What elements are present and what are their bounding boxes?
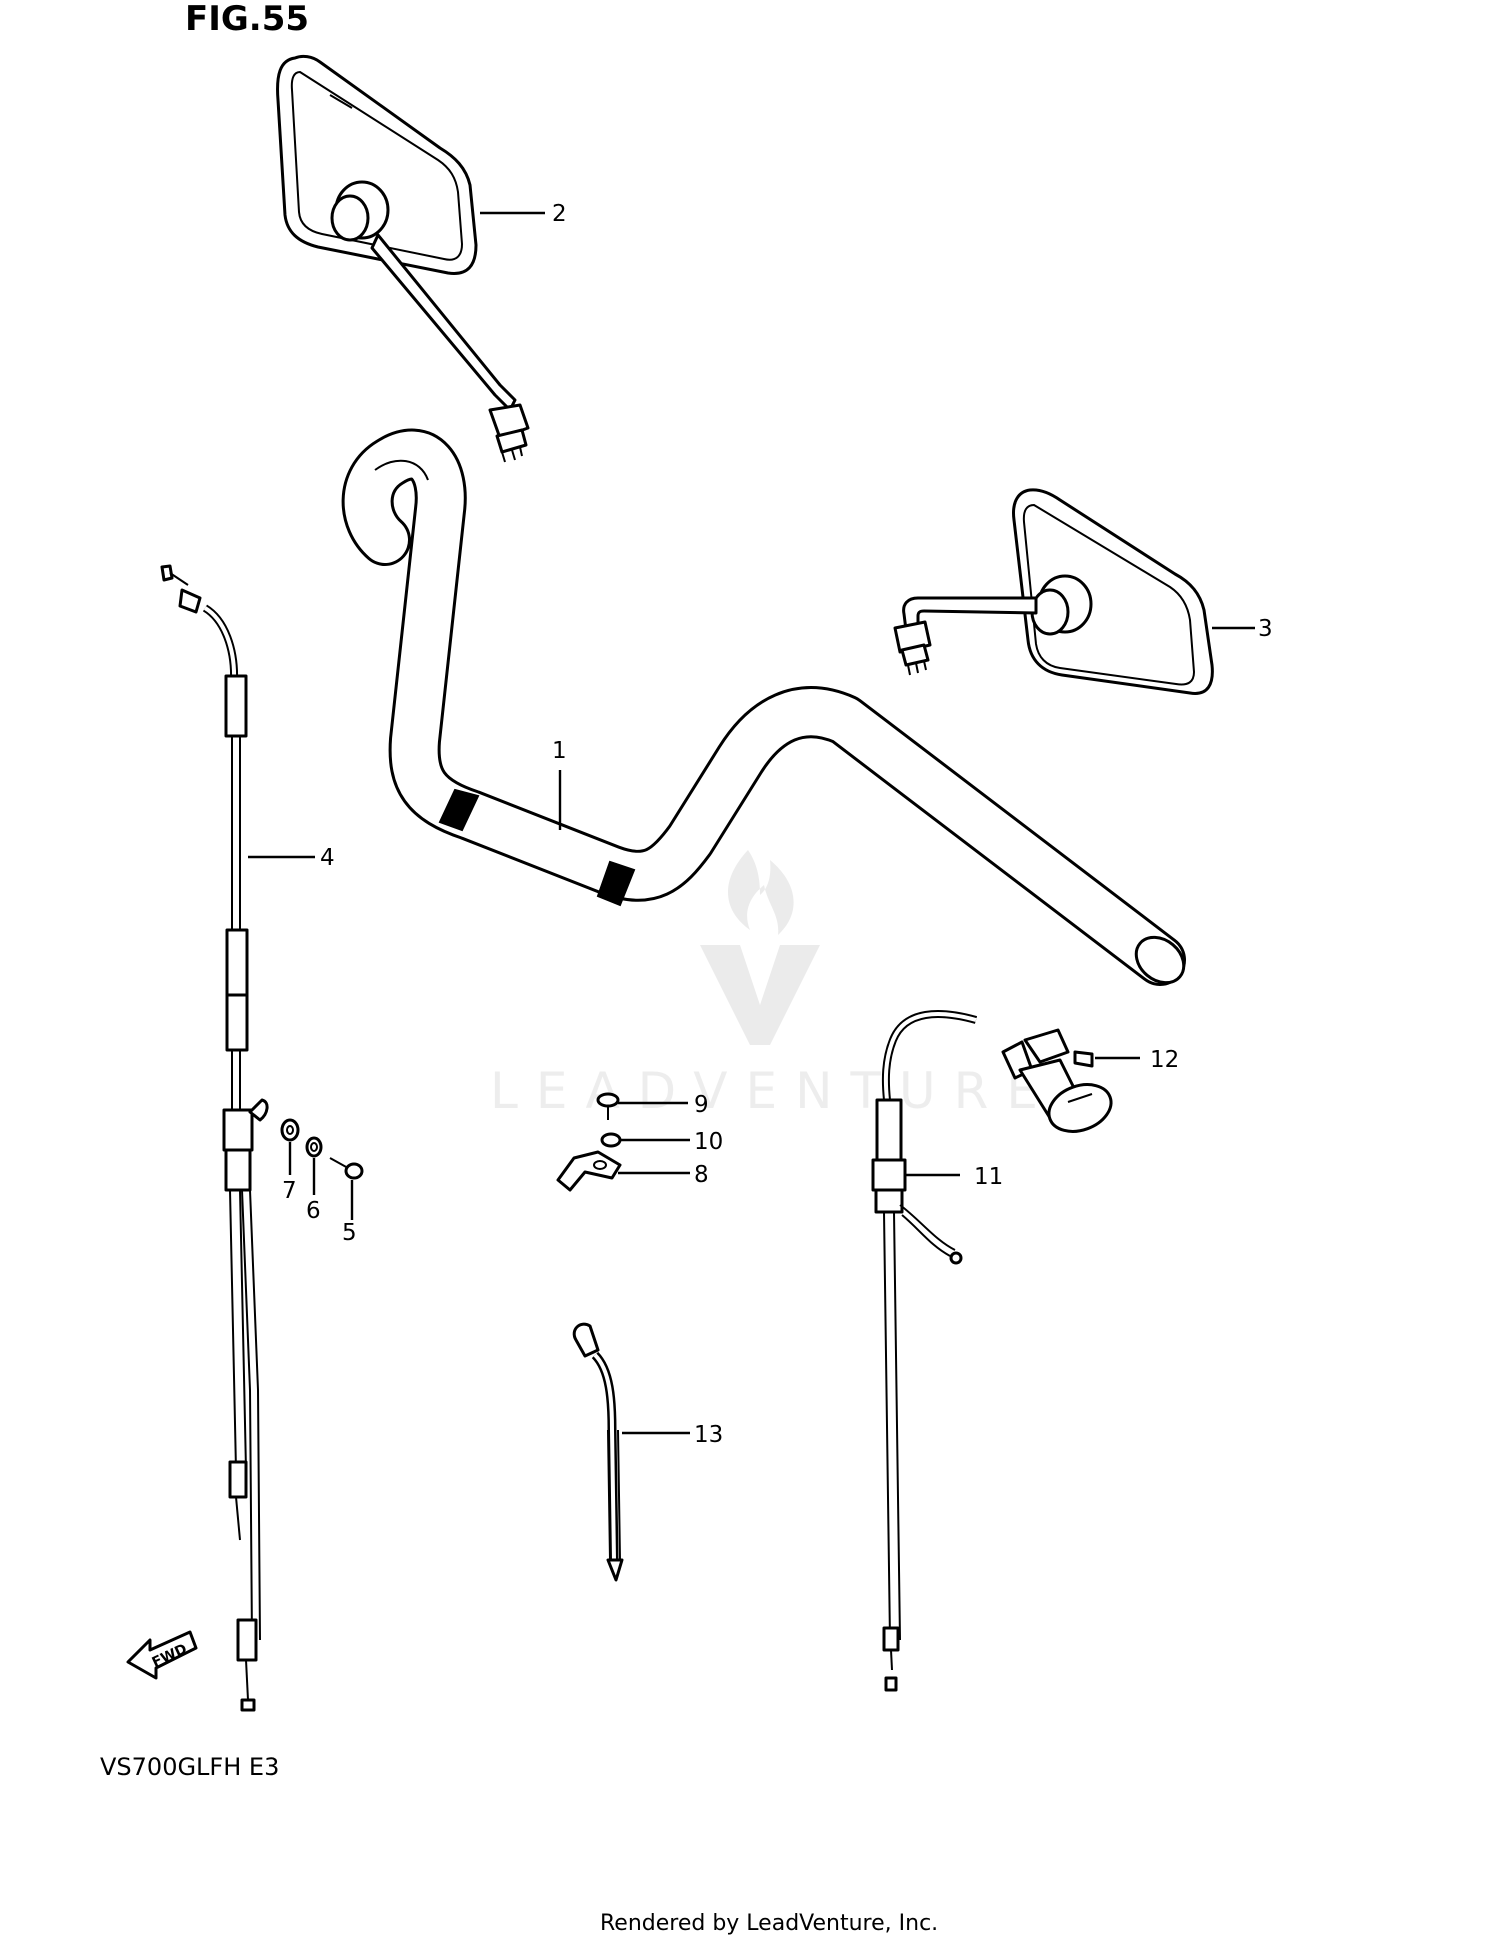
washer-part-10: [600, 1132, 622, 1148]
callout-9: 9: [694, 1092, 709, 1118]
knurl-band-right: [596, 860, 636, 907]
screw-part-9: [596, 1092, 620, 1120]
model-label: VS700GLFH E3: [100, 1753, 279, 1781]
flame-logo-icon: [700, 850, 820, 1045]
callout-10: 10: [694, 1129, 723, 1155]
wire-band-part-13: [572, 1322, 624, 1582]
choke-cable-part-11: [871, 1010, 978, 1692]
handlebar-part-1: [341, 428, 1186, 986]
callout-3: 3: [1258, 616, 1273, 642]
callout-11: 11: [974, 1164, 1003, 1190]
throttle-cable-part-4: [160, 564, 269, 1712]
footer-text: Rendered by LeadVenture, Inc.: [600, 1911, 938, 1936]
knurl-band-left: [438, 788, 480, 832]
callout-5: 5: [342, 1220, 357, 1246]
mirror-right-part-3: [893, 488, 1214, 695]
callout-7: 7: [282, 1178, 297, 1204]
callout-4: 4: [320, 845, 335, 871]
washer-part-6: [305, 1136, 323, 1158]
watermark-text: LEADVENTURE: [490, 1062, 1056, 1120]
choke-knob-part-12: [1001, 1028, 1113, 1133]
screw-part-5: [329, 1157, 364, 1180]
forward-arrow-icon: FWD: [126, 1630, 198, 1680]
callout-8: 8: [694, 1162, 709, 1188]
mirror-left-part-2: [276, 54, 530, 463]
callouts: 2 3 1 4 5 6 7 8 9 10 11 12 13: [282, 201, 1273, 1448]
figure-label: FIG.55: [185, 0, 309, 39]
callout-6: 6: [306, 1198, 321, 1224]
lock-washer-part-7: [280, 1118, 300, 1142]
callout-12: 12: [1150, 1047, 1179, 1073]
leader-lines: [248, 211, 1255, 1435]
clamp-part-8: [556, 1150, 622, 1192]
callout-13: 13: [694, 1422, 723, 1448]
watermark: LEADVENTURE: [490, 850, 1056, 1120]
callout-2: 2: [552, 201, 567, 227]
callout-1: 1: [552, 738, 567, 764]
